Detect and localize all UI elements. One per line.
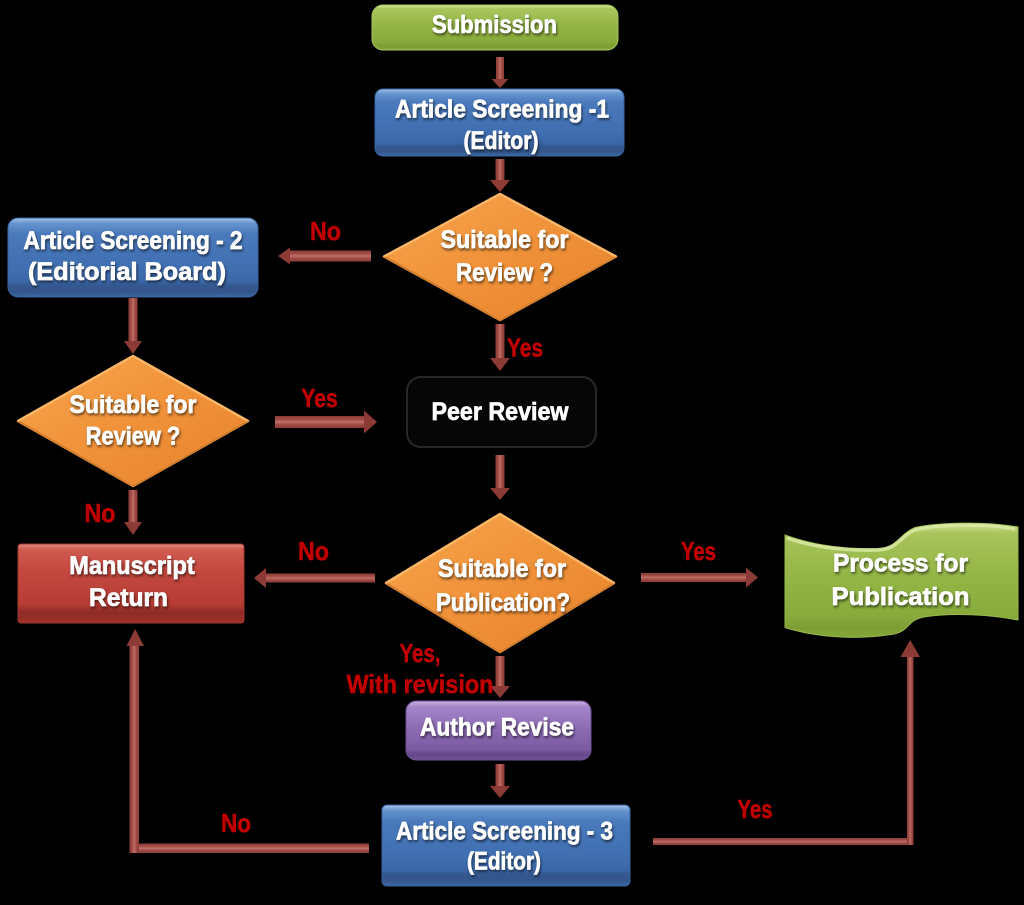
svg-text:Process for: Process for: [833, 550, 968, 578]
svg-text:Review ?: Review ?: [86, 423, 181, 451]
svg-text:Article Screening - 2: Article Screening - 2: [24, 227, 243, 255]
svg-text:No: No: [85, 498, 116, 528]
svg-text:Author Revise: Author Revise: [420, 714, 574, 742]
svg-text:No: No: [298, 536, 329, 566]
svg-text:Peer Review: Peer Review: [432, 398, 570, 426]
svg-text:Yes,: Yes,: [400, 638, 441, 668]
svg-text:Yes: Yes: [507, 333, 543, 363]
svg-text:(Editor): (Editor): [464, 127, 539, 155]
svg-text:Manuscript: Manuscript: [69, 552, 195, 580]
svg-text:No: No: [221, 808, 251, 838]
svg-text:With revision: With revision: [347, 669, 494, 699]
svg-text:Yes: Yes: [301, 383, 338, 413]
svg-text:(Editorial Board): (Editorial Board): [28, 258, 226, 286]
svg-text:Article Screening -1: Article Screening -1: [395, 96, 609, 124]
svg-text:Suitable for: Suitable for: [438, 555, 566, 583]
svg-text:Review ?: Review ?: [456, 259, 553, 287]
svg-text:Yes: Yes: [738, 794, 773, 824]
svg-text:Suitable for: Suitable for: [441, 226, 569, 254]
svg-text:Publication?: Publication?: [436, 589, 570, 617]
svg-text:Submission: Submission: [432, 11, 557, 39]
svg-text:Publication: Publication: [832, 583, 970, 611]
svg-text:Suitable for: Suitable for: [70, 391, 197, 419]
svg-text:(Editor): (Editor): [467, 848, 541, 876]
svg-text:Return: Return: [89, 584, 168, 612]
svg-text:No: No: [310, 216, 341, 246]
svg-text:Article Screening - 3: Article Screening - 3: [396, 818, 613, 846]
svg-text:Yes: Yes: [681, 536, 716, 566]
